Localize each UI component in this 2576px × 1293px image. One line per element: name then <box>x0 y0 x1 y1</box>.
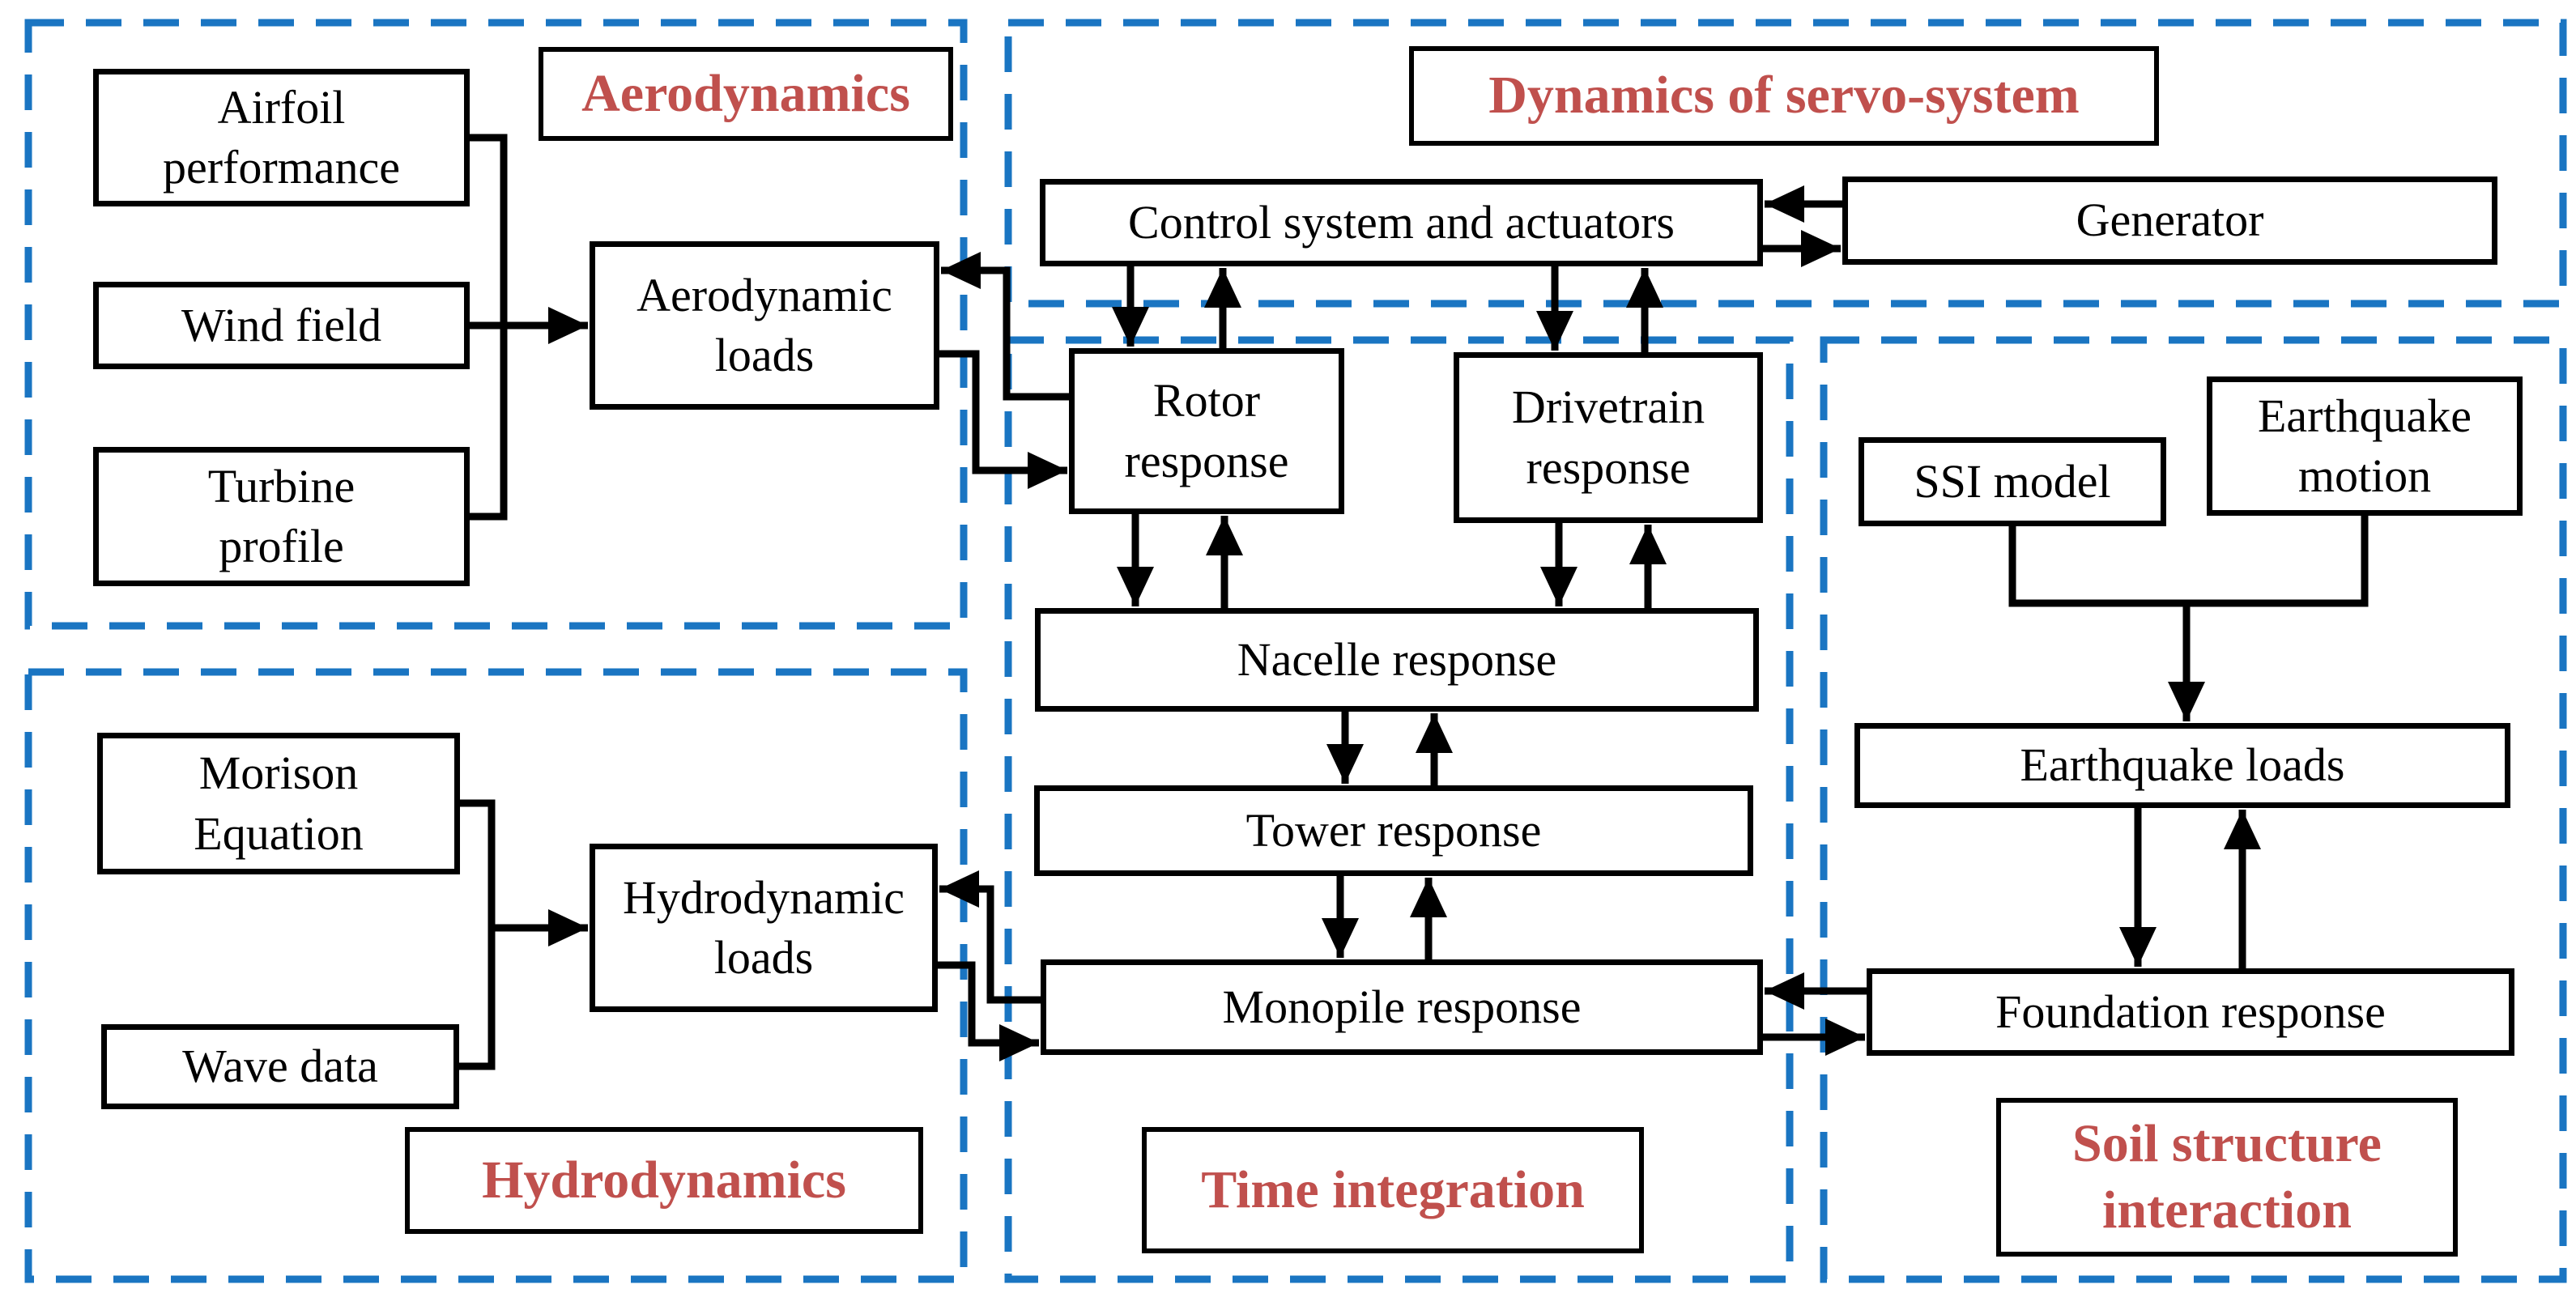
nacelle-response-box: Nacelle response <box>1035 608 1759 712</box>
tower-response-box: Tower response <box>1034 785 1753 876</box>
ssi-eq-motion-junction <box>2008 514 2369 607</box>
turbine-profile-box: Turbine profile <box>93 447 470 586</box>
soil-structure-title: Soil structure interaction <box>1996 1098 2458 1257</box>
aerodynamics-title: Aerodynamics <box>539 47 953 141</box>
control-system-box: Control system and actuators <box>1040 179 1763 266</box>
airfoil-performance-box: Airfoil performance <box>93 69 470 206</box>
monopile-response-box: Monopile response <box>1041 959 1763 1055</box>
wind-field-box: Wind field <box>93 282 470 369</box>
generator-box: Generator <box>1842 177 2497 265</box>
aero-loads-to-rotor-arrow <box>939 350 1067 489</box>
hydro-loads-to-monopile-arrow <box>938 961 1039 1061</box>
foundation-response-box: Foundation response <box>1867 968 2514 1056</box>
rotor-to-aero-loads-arrow <box>941 252 1069 401</box>
drivetrain-response-box: Drivetrain response <box>1454 352 1763 523</box>
monopile-to-hydro-loads-arrow <box>939 870 1041 1004</box>
earthquake-loads-box: Earthquake loads <box>1854 723 2510 808</box>
earthquake-motion-box: Earthquake motion <box>2207 376 2523 516</box>
aerodynamic-loads-box: Aerodynamic loads <box>590 241 939 410</box>
hydrodynamic-loads-box: Hydrodynamic loads <box>590 844 938 1012</box>
hydro-input-bus <box>459 799 496 1070</box>
hydrodynamics-title: Hydrodynamics <box>405 1127 923 1234</box>
morison-equation-box: Morison Equation <box>97 733 460 874</box>
aerodynamics-container <box>24 19 968 630</box>
rotor-response-box: Rotor response <box>1069 348 1344 514</box>
hydrodynamics-container <box>24 668 968 1283</box>
time-integration-title: Time integration <box>1142 1127 1644 1253</box>
wave-data-box: Wave data <box>101 1024 459 1109</box>
servo-system-container <box>1004 19 2567 308</box>
soil-structure-container <box>1820 336 2567 1283</box>
servo-system-title: Dynamics of servo-system <box>1409 46 2159 146</box>
ssi-model-box: SSI model <box>1859 437 2166 526</box>
